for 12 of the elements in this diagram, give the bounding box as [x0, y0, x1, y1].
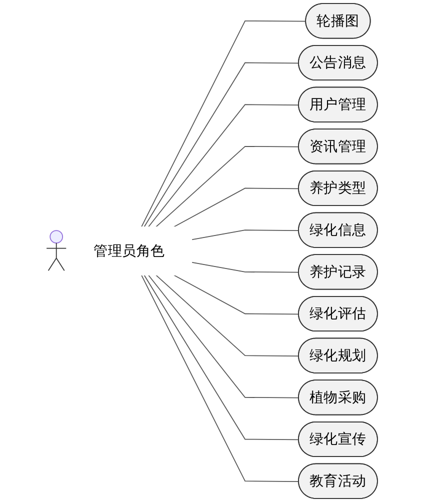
connector — [173, 274, 300, 315]
connector — [144, 62, 300, 228]
connector — [140, 274, 300, 482]
connector — [148, 104, 300, 228]
connector — [155, 146, 300, 228]
connector — [140, 20, 306, 228]
connector — [191, 230, 300, 240]
connector — [191, 262, 300, 273]
connector — [144, 274, 300, 440]
connector — [173, 188, 300, 228]
connector — [148, 274, 300, 398]
connector — [155, 274, 300, 356]
